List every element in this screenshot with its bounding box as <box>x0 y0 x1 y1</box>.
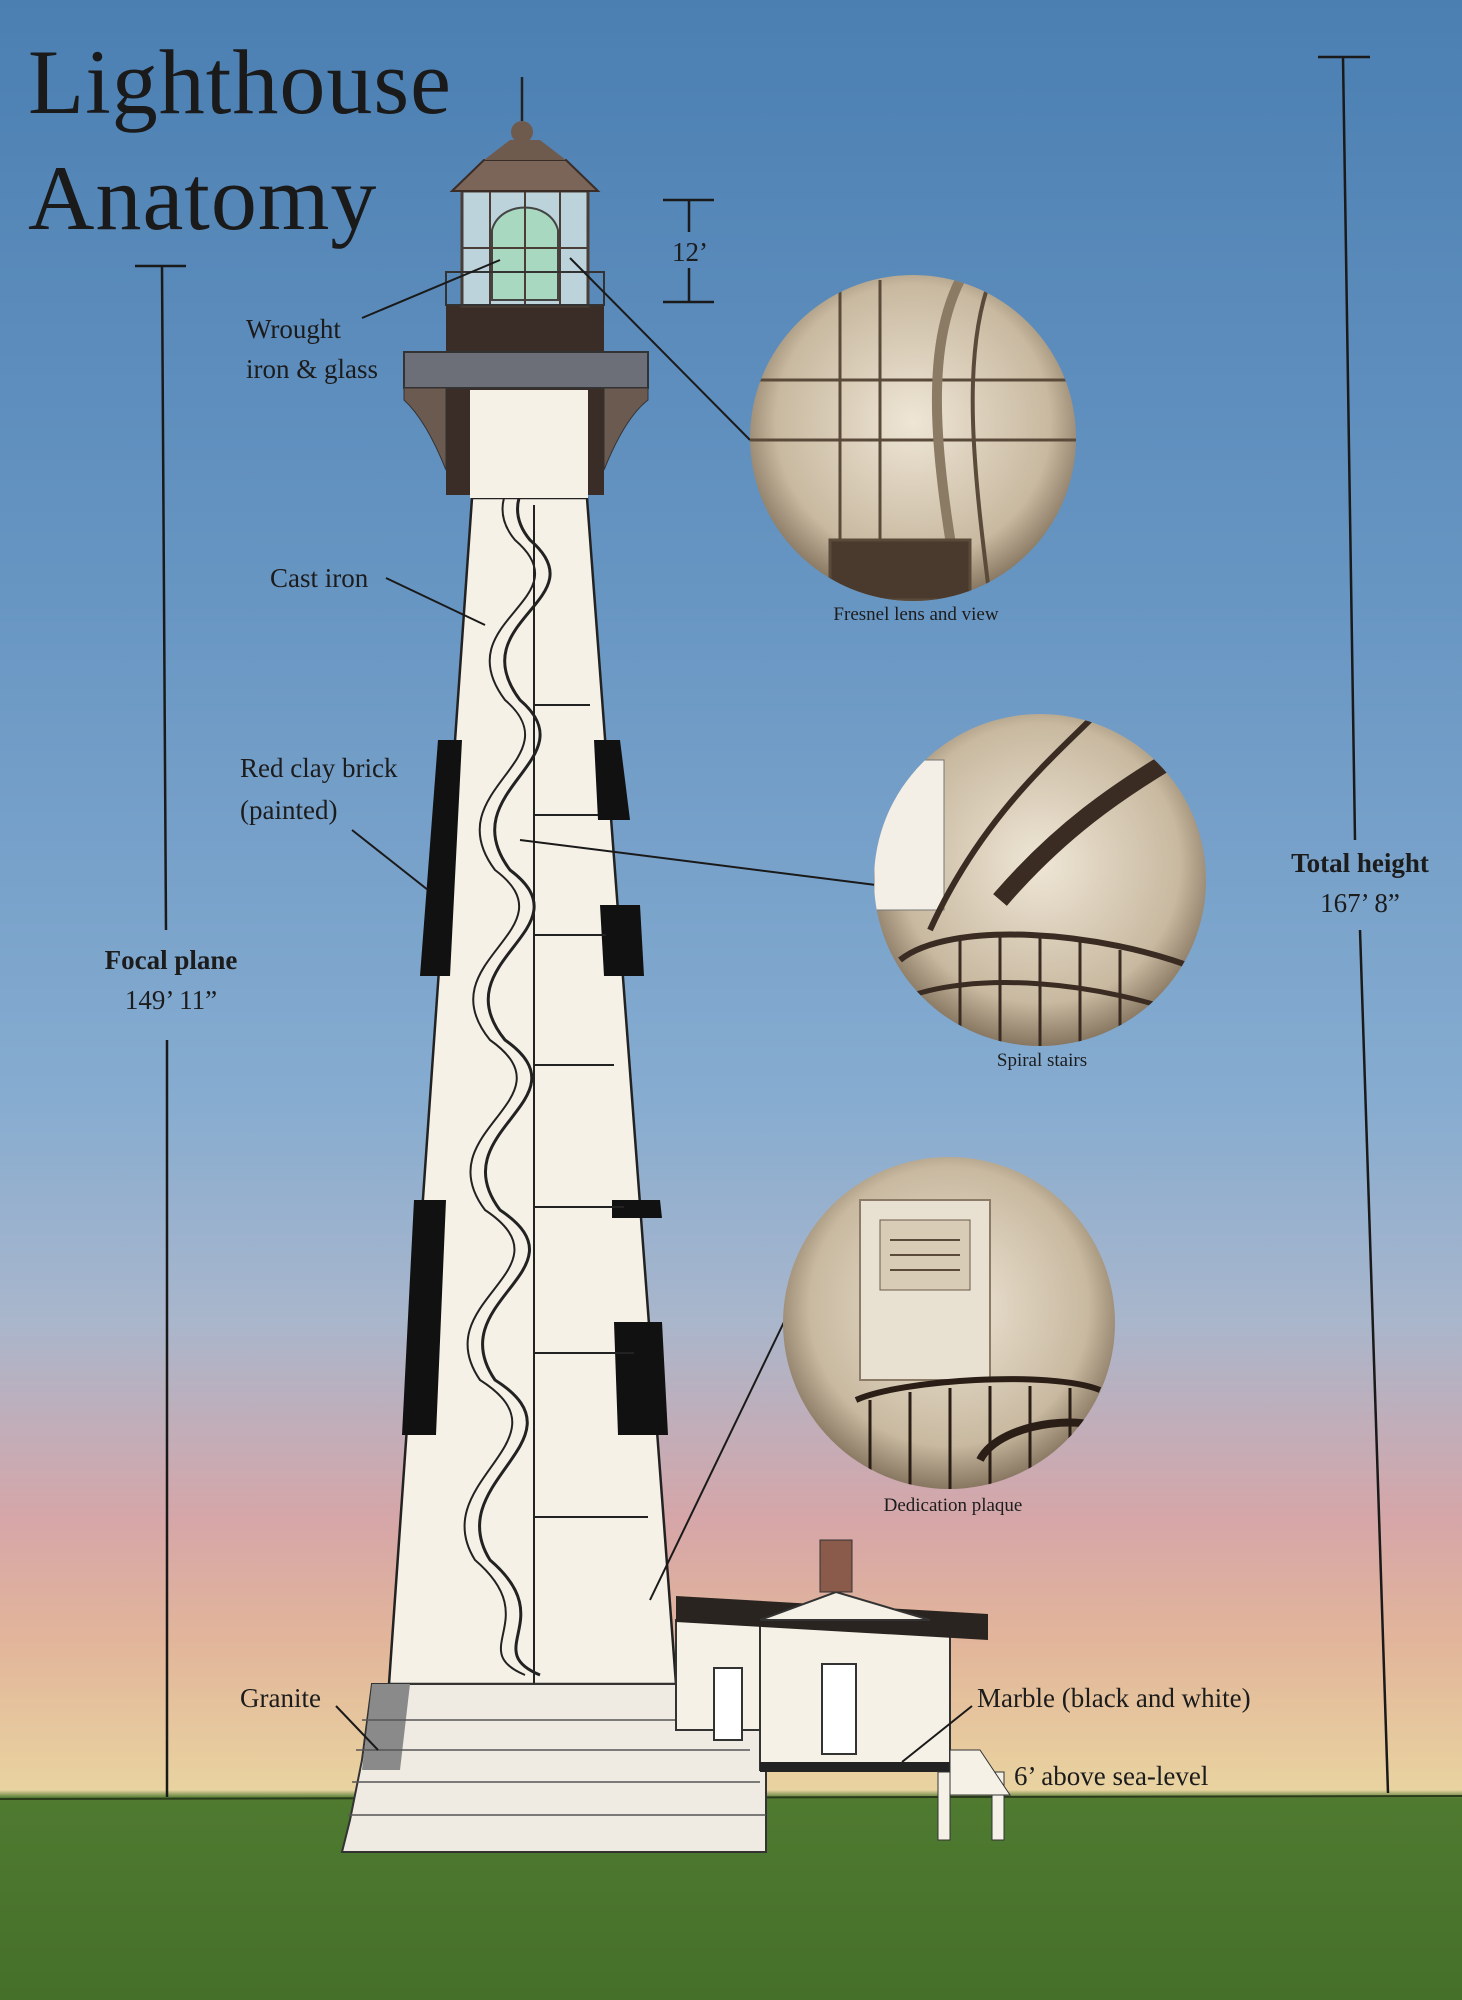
lantern-room <box>403 77 649 498</box>
brick-label-1: Red clay brick <box>240 753 398 783</box>
keeper-house <box>675 1539 1011 1841</box>
brick-label-2: (painted) <box>240 795 338 825</box>
fresnel-lens-photo <box>750 275 1076 601</box>
lighthouse-tower <box>387 393 678 1686</box>
spiral-stairs-caption: Spiral stairs <box>996 1050 1088 1071</box>
total-height-value: 167’ 8” <box>1320 888 1400 918</box>
wrought-iron-label-1: Wrought <box>246 314 341 344</box>
lantern-height-label: 12’ <box>672 237 708 267</box>
title-line-2: Anatomy <box>28 147 378 249</box>
lantern-dimension-bracket <box>663 198 714 304</box>
marble-label: Marble (black and white) <box>977 1683 1251 1713</box>
total-height-dimension-line <box>1318 55 1390 1794</box>
wrought-iron-label-2: iron & glass <box>246 354 378 384</box>
total-height-label: Total height <box>1291 848 1429 878</box>
title-line-1: Lighthouse <box>28 31 452 133</box>
granite-label: Granite <box>240 1683 321 1713</box>
dedication-plaque-photo <box>783 1157 1115 1489</box>
sea-level-label: 6’ above sea-level <box>1014 1761 1209 1791</box>
granite-base <box>340 1683 767 1853</box>
focal-plane-dimension-line <box>135 264 186 1797</box>
focal-plane-value: 149’ 11” <box>124 985 218 1015</box>
dedication-plaque-caption: Dedication plaque <box>883 1495 1023 1516</box>
leader-lines <box>335 257 973 1763</box>
focal-plane-label: Focal plane <box>104 945 238 975</box>
spiral-staircase <box>478 393 559 1677</box>
fresnel-caption: Fresnel lens and view <box>833 604 999 625</box>
cast-iron-label: Cast iron <box>270 563 369 593</box>
spiral-stairs-photo <box>874 714 1206 1046</box>
